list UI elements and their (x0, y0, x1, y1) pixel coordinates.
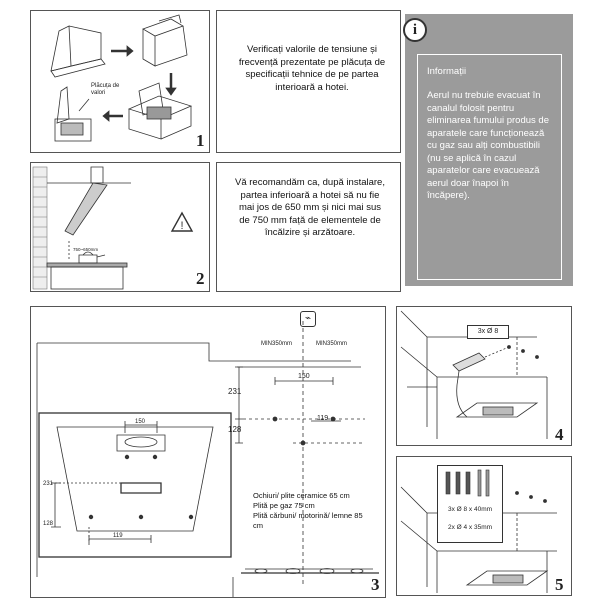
screws-and-plugs-icon (445, 469, 490, 497)
mounting-dimensions-diagram (36, 321, 379, 597)
screw-spec-label: 3x Ø 8 (477, 328, 499, 335)
screw-spec-label-2: 2x Ø 4 x 35mm (447, 524, 493, 531)
wall-drilling-illustration (400, 310, 548, 439)
step-number: 5 (555, 575, 564, 594)
fixings-box: 3x Ø 8 x 40mm 2x Ø 4 x 35mm (437, 465, 503, 543)
info-icon: i (403, 18, 427, 42)
height-range-label: 750~650mm (73, 247, 99, 252)
note-solid-fuel-hob: Plită cărbuni/ motorină/ lemne 85 cm (253, 511, 363, 530)
cooktop-distance-notes: Ochiuri/ plite ceramice 65 cm Plită pe g… (253, 491, 373, 531)
step-number: 3 (371, 575, 380, 594)
inset-dimension-150-label: 150 (135, 419, 146, 425)
step-number: 2 (196, 269, 205, 288)
step2-text-panel: Vă recomandăm ca, după instalare, partea… (216, 162, 401, 292)
info-title: Informații (427, 66, 467, 77)
dimension-119-label: 119 (317, 415, 329, 422)
info-text: Aerul nu trebuie evacuat în canalul folo… (427, 90, 549, 201)
hood-height-illustration (32, 166, 131, 290)
step4-panel: 3x Ø 8 4 (396, 306, 572, 446)
rating-plate-label: Plăcuța de valori (91, 83, 120, 96)
step3-panel: ⌁ MIN350mm MIN350mm 150 231 128 119 150 … (30, 306, 386, 598)
info-panel: i Informații Aerul nu trebuie evacuat în… (403, 14, 573, 286)
step1-illustration-panel: Plăcuța de valori 1 (30, 10, 210, 153)
step-number: 4 (555, 425, 564, 444)
note-ceramic-hob: Ochiuri/ plite ceramice 65 cm (253, 491, 350, 500)
min-clearance-right-label: MIN350mm (316, 341, 348, 347)
note-gas-hob: Plită pe gaz 75 cm (253, 501, 315, 510)
screw-spec-label-1: 3x Ø 8 x 40mm (447, 506, 493, 513)
step-number: 1 (196, 131, 205, 150)
power-plug-icon: ⌁ (300, 311, 316, 327)
step2-illustration-panel: 750~650mm ! 2 (30, 162, 210, 292)
step2-text: Vă recomandăm ca, după instalare, partea… (235, 177, 385, 238)
svg-text:!: ! (180, 220, 183, 232)
info-icon-letter: i (412, 22, 418, 38)
dimension-128-label: 128 (228, 425, 242, 434)
min-clearance-left-label: MIN350mm (261, 341, 293, 347)
inset-dimension-128-label: 128 (43, 521, 54, 527)
warning-icon: ! (170, 211, 194, 233)
info-inner-box (417, 54, 562, 280)
screw-fixing-illustration (400, 486, 557, 593)
screw-spec-box: 3x Ø 8 (467, 325, 509, 339)
inset-dimension-119-label: 119 (113, 533, 123, 539)
step1-text-panel: Verificați valorile de tensiune și frecv… (216, 10, 401, 153)
hood-unboxing-illustration (50, 14, 193, 142)
step5-panel: 3x Ø 8 x 40mm 2x Ø 4 x 35mm 5 (396, 456, 572, 596)
inset-dimension-231-label: 231 (43, 481, 54, 487)
dimension-150-label: 150 (298, 373, 310, 380)
dimension-231-label: 231 (228, 387, 242, 396)
step1-text: Verificați valorile de tensiune și frecv… (238, 44, 386, 93)
